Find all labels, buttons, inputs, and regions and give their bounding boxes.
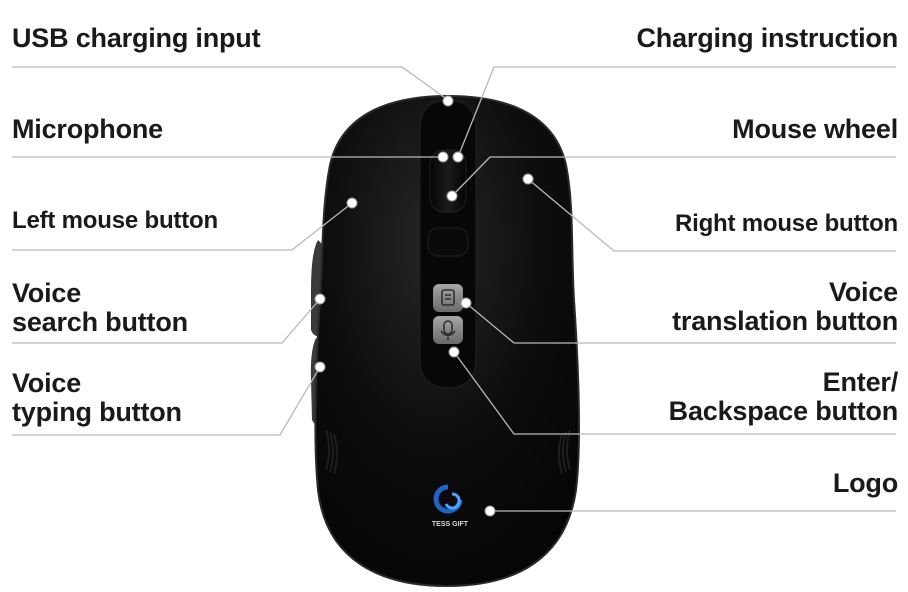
label-logo: Logo (832, 468, 898, 498)
label-charging-instruction: Charging instruction (636, 23, 899, 53)
leader-enter-backspace (453, 351, 896, 435)
dot-voice-search (314, 293, 326, 305)
label-voice-translation-button: Voice translation button (672, 277, 898, 337)
dot-logo (484, 505, 496, 517)
leader-left-button (12, 202, 353, 251)
label-voice-search-button: Voice search button (12, 278, 188, 338)
leader-voice-translation (465, 302, 896, 344)
label-voice-typing-button: Voice typing button (12, 368, 182, 428)
label-right-mouse-button: Right mouse button (674, 210, 898, 237)
dot-right-button (522, 173, 534, 185)
label-enter-backspace-button: Enter/ Backspace button (668, 367, 899, 427)
leader-usb (12, 66, 449, 101)
marker-dots (314, 95, 534, 517)
leader-voice-search (12, 298, 321, 344)
dot-charging (452, 151, 464, 163)
label-microphone: Microphone (12, 114, 163, 144)
dot-wheel (446, 190, 458, 202)
dot-usb (442, 95, 454, 107)
logo-brand-text: TESS GIFT (432, 521, 469, 528)
dot-voice-translation (460, 297, 472, 309)
enter-backspace-button-shape (433, 316, 463, 344)
dot-enter-backspace (448, 346, 460, 358)
microphone-icon (440, 320, 456, 340)
voice-translation-button-shape (433, 284, 463, 312)
translation-icon (441, 289, 455, 306)
leader-charging (457, 66, 896, 158)
side-grip (325, 429, 571, 475)
label-mouse-wheel: Mouse wheel (732, 114, 898, 144)
leader-right-button (527, 178, 896, 252)
mode-strip (427, 227, 469, 257)
label-usb-charging-input: USB charging input (12, 23, 261, 53)
leader-wheel (451, 156, 896, 197)
dot-voice-typing (314, 361, 326, 373)
dot-microphone (437, 151, 449, 163)
leader-lines (12, 66, 896, 512)
logo-icon (433, 484, 463, 514)
leader-voice-typing (12, 366, 321, 436)
label-left-mouse-button: Left mouse button (12, 207, 218, 234)
dot-left-button (346, 197, 358, 209)
